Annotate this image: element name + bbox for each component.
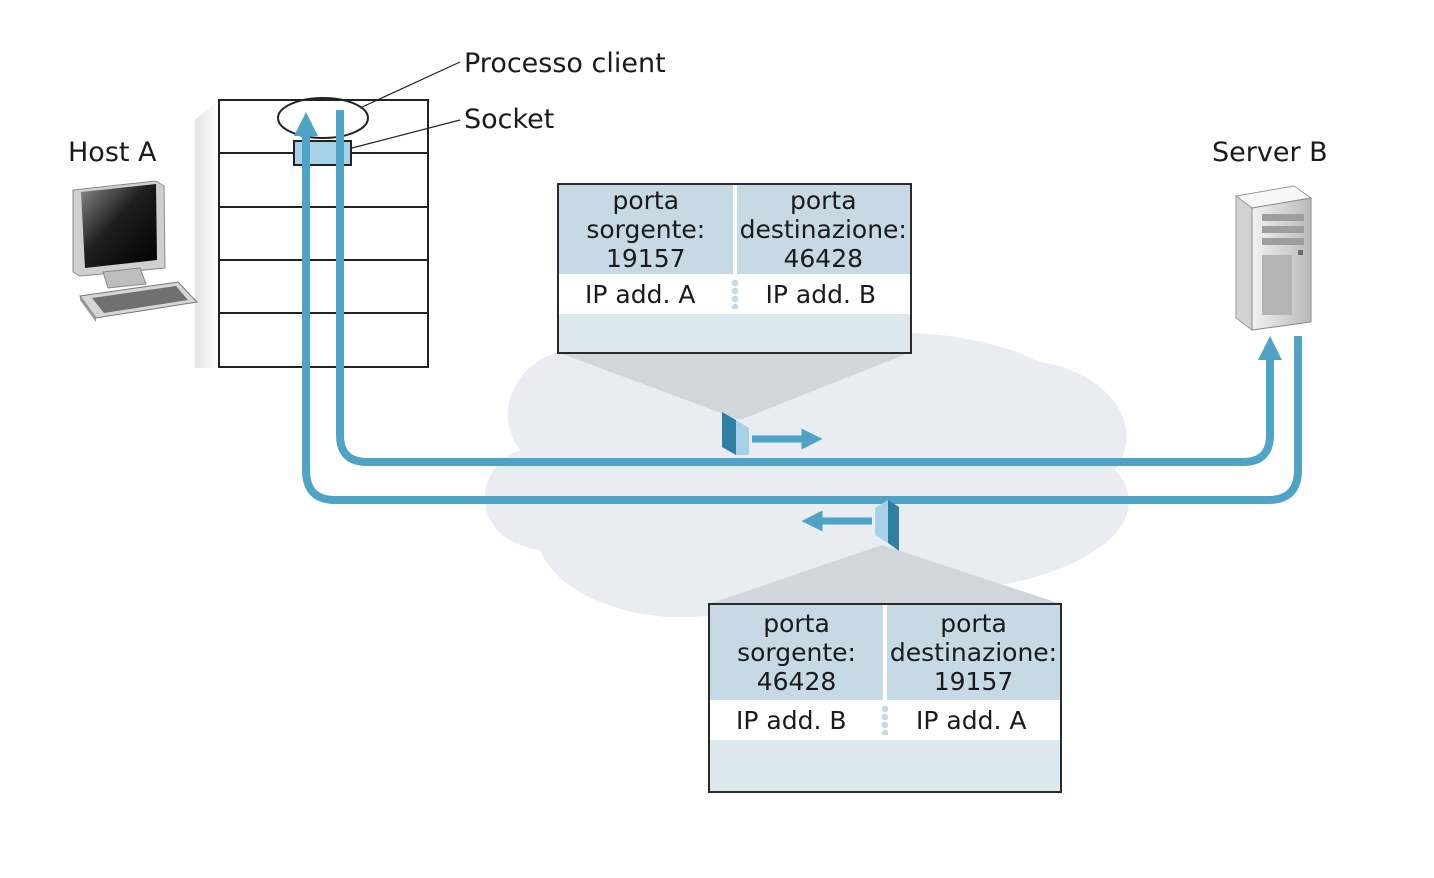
dest-ip: IP add. B xyxy=(765,279,877,309)
flow-arrow-to-client xyxy=(294,112,1302,504)
dest-port-cell: porta destinazione: 46428 xyxy=(736,185,910,274)
packet-icon-bottom xyxy=(875,500,899,551)
dest-port-title: porta xyxy=(940,609,1007,638)
dest-port-cell: porta destinazione: 19157 xyxy=(887,605,1060,700)
source-port-cell: porta sorgente: 46428 xyxy=(710,605,883,700)
packet-icon-top xyxy=(722,412,749,455)
source-port-title: porta xyxy=(763,609,830,638)
segment-bottom: porta sorgente: 46428 porta destinazione… xyxy=(708,603,1062,793)
client-process-label: Processo client xyxy=(464,48,666,79)
segment-top: porta sorgente: 19157 porta destinazione… xyxy=(557,183,912,354)
flow-arrow-to-server xyxy=(336,110,1282,466)
source-port-label: sorgente: xyxy=(586,215,706,244)
dest-port-label: destinazione: xyxy=(739,215,907,244)
dest-port-title: porta xyxy=(789,186,857,215)
dest-ip: IP add. A xyxy=(916,705,1027,735)
dest-port-label: destinazione: xyxy=(889,638,1058,667)
network-cloud xyxy=(484,332,1130,627)
source-port-value: 46428 xyxy=(756,667,837,696)
field-separator xyxy=(729,279,740,309)
source-port-title: porta xyxy=(612,186,680,215)
server-b-label: Server B xyxy=(1212,137,1328,168)
host-a-label: Host A xyxy=(68,137,157,168)
source-port-value: 19157 xyxy=(605,244,686,273)
callout-line-socket xyxy=(351,119,461,149)
source-port-label: sorgente: xyxy=(737,638,856,667)
source-port-cell: porta sorgente: 19157 xyxy=(559,185,733,274)
callout-line-process xyxy=(359,61,461,109)
computer-icon xyxy=(72,180,199,322)
field-separator xyxy=(880,705,890,735)
segment-bottom-funnel xyxy=(709,545,1061,604)
source-ip: IP add. A xyxy=(585,279,696,309)
segment-top-funnel xyxy=(557,352,911,420)
source-ip: IP add. B xyxy=(736,705,847,735)
client-process-ellipse xyxy=(277,97,369,139)
server-tower-icon xyxy=(1234,185,1313,331)
dest-port-value: 19157 xyxy=(933,667,1014,696)
socket-label: Socket xyxy=(464,104,555,135)
dest-port-value: 46428 xyxy=(783,244,864,273)
